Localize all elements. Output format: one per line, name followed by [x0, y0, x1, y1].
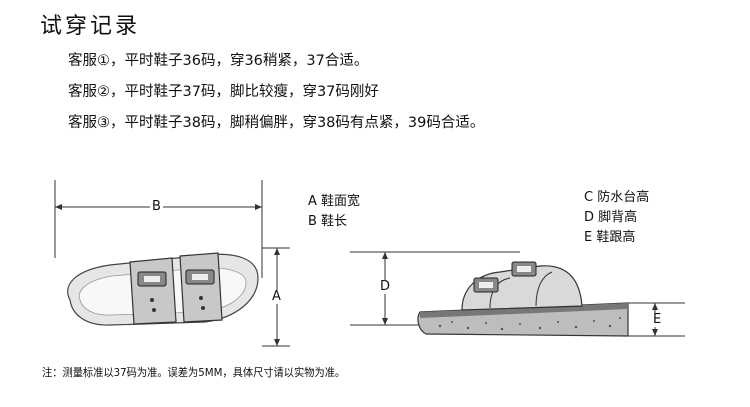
arrow-head	[652, 303, 658, 310]
arrow-head	[255, 204, 262, 210]
arrow-head	[652, 329, 658, 336]
fitting-record-item: 客服①，平时鞋子36码，穿36稍紧，37合适。	[68, 53, 369, 69]
dimension-label-d: D	[378, 279, 393, 294]
legend-item: A 鞋面宽	[308, 194, 361, 209]
arrow-head	[382, 318, 388, 325]
arrow-head	[55, 204, 62, 210]
arrow-head	[382, 252, 388, 259]
sandal-side-view-icon	[417, 261, 629, 337]
sandal-top-view-icon	[67, 252, 259, 326]
fitting-record-item: 客服②，平时鞋子37码，脚比较瘦，穿37码刚好	[68, 84, 379, 100]
fitting-records-list: 客服①，平时鞋子36码，穿36稍紧，37合适。 客服②，平时鞋子37码，脚比较瘦…	[68, 46, 484, 139]
legend-item: D 脚背高	[584, 210, 638, 225]
arrow-head	[274, 248, 280, 255]
legend-item: E 鞋跟高	[584, 230, 636, 245]
arrow-head	[274, 339, 280, 346]
legend-right: C 防水台高 D 脚背高 E 鞋跟高	[584, 188, 649, 248]
legend-item: C 防水台高	[584, 190, 650, 205]
dimension-label-a: A	[270, 289, 283, 304]
page-title: 试穿记录	[40, 14, 141, 39]
dimension-label-e: E	[651, 312, 664, 327]
fitting-record-item: 客服③，平时鞋子38码，脚稍偏胖，穿38码有点紧，39码合适。	[68, 115, 485, 131]
legend-left: A 鞋面宽 B 鞋长	[308, 192, 360, 232]
legend-item: B 鞋长	[308, 214, 348, 229]
dimension-label-b: B	[150, 199, 163, 214]
measurement-note: 注：测量标准以37码为准。误差为5MM，具体尺寸请以实物为准。	[42, 366, 346, 379]
